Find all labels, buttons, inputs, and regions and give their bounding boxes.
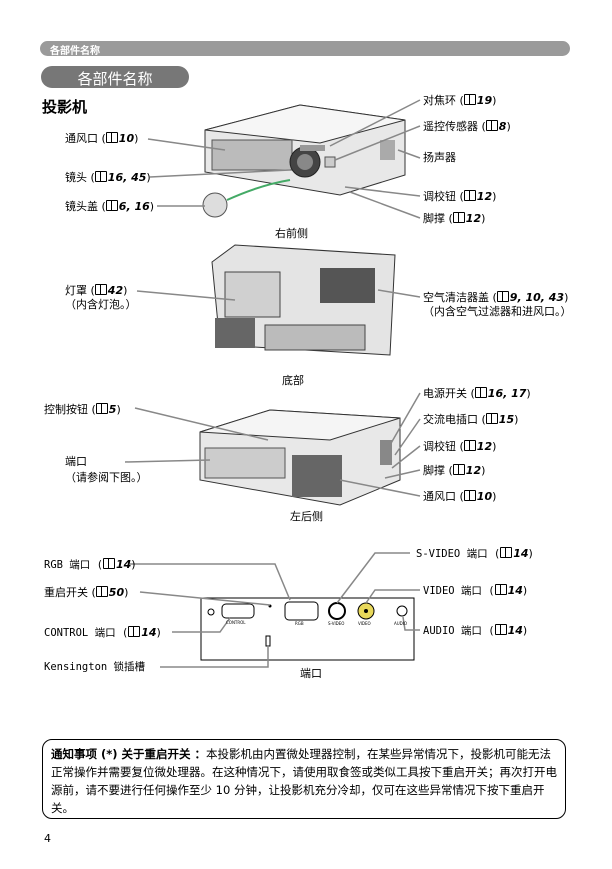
panel-label-svideo: S-VIDEO	[328, 621, 345, 626]
label-rear-elevator-button: 调校钮 (12)	[423, 440, 497, 453]
book-icon	[95, 403, 108, 414]
label-lamp-cover-note: （内含灯泡。）	[65, 298, 137, 311]
caption-rear: 左后侧	[290, 510, 323, 523]
book-icon	[94, 171, 107, 182]
panel-label-rgb: RGB	[295, 621, 304, 626]
book-icon	[463, 440, 476, 451]
panel-label-control: CONTROL	[226, 620, 246, 625]
book-icon	[485, 120, 498, 131]
label-kensington: Kensington 锁插槽	[44, 661, 146, 673]
notice-body: 本投影机由内置微处理器控制，在某些异常情况下，投影机可能无法正常操作并需要复位微…	[51, 747, 557, 815]
port-panel-illustration	[200, 597, 415, 661]
label-front-vent: 通风口 (10)	[65, 132, 139, 145]
section-pill: 各部件名称	[41, 66, 189, 88]
leader-lines	[124, 99, 421, 668]
book-icon	[485, 413, 498, 424]
notice-box: 通知事项 (*) 关于重启开关 ：本投影机由内置微处理器控制，在某些异常情况下，…	[42, 739, 566, 819]
book-icon	[452, 212, 465, 223]
book-icon	[496, 291, 509, 302]
label-filter-cover: 空气清洁器盖 (9, 10, 43)	[423, 291, 569, 304]
caption-front: 右前侧	[275, 227, 308, 240]
book-icon	[474, 387, 487, 398]
label-front-elevator-button: 调校钮 (12)	[423, 190, 497, 203]
label-rgb-port: RGB 端口 (14)	[44, 558, 136, 571]
label-lens: 镜头 (16, 45)	[65, 171, 151, 184]
book-icon	[95, 586, 108, 597]
book-icon	[105, 200, 118, 211]
header-bar-title: 各部件名称	[50, 46, 100, 57]
notice-title: 通知事项 (*) 关于重启开关 ：	[51, 747, 207, 761]
book-icon	[494, 624, 507, 635]
label-reset-switch: 重启开关 (50)	[44, 586, 129, 599]
page-number: 4	[44, 832, 51, 845]
book-icon	[500, 547, 513, 558]
book-icon	[105, 132, 118, 143]
book-icon	[128, 626, 141, 637]
label-ports-note: （请参阅下图。）	[65, 471, 148, 484]
subsection-title: 投影机	[42, 98, 88, 116]
book-icon	[102, 558, 115, 569]
book-icon	[463, 190, 476, 201]
label-filter-cover-note: （内含空气过滤器和进风口。）	[423, 305, 572, 318]
book-icon	[452, 464, 465, 475]
label-audio-port: AUDIO 端口 (14)	[423, 624, 528, 637]
panel-label-audio: AUDIO	[394, 621, 408, 626]
book-icon	[494, 584, 507, 595]
label-video-port: VIDEO 端口 (14)	[423, 584, 528, 597]
label-control-buttons: 控制按钮 (5)	[44, 403, 121, 416]
label-ac-inlet: 交流电插口 (15)	[423, 413, 519, 426]
projector-rear-illustration	[199, 409, 401, 506]
book-icon	[463, 490, 476, 501]
label-rear-vent: 通风口 (10)	[423, 490, 497, 503]
projector-bottom-illustration	[211, 244, 396, 356]
book-icon	[463, 94, 476, 105]
section-title: 各部件名称	[77, 70, 153, 88]
label-lamp-cover: 灯罩 (42)	[65, 284, 128, 297]
panel-label-video: VIDEO	[358, 621, 371, 626]
label-front-elevator-foot: 脚撑 (12)	[423, 212, 486, 225]
label-svideo-port: S-VIDEO 端口 (14)	[416, 547, 533, 560]
label-control-port: CONTROL 端口 (14)	[44, 626, 161, 639]
book-icon	[94, 284, 107, 295]
header-bar: 各部件名称	[40, 41, 570, 57]
label-power-switch: 电源开关 (16, 17)	[423, 387, 531, 400]
label-speaker: 扬声器	[423, 151, 456, 164]
caption-ports: 端口	[300, 667, 322, 680]
label-remote-sensor: 遥控传感器 (8)	[423, 120, 511, 133]
projector-front-illustration	[202, 104, 406, 218]
label-rear-elevator-foot: 脚撑 (12)	[423, 464, 486, 477]
label-lens-cap: 镜头盖 (6, 16)	[65, 200, 155, 213]
caption-bottom: 底部	[282, 374, 304, 387]
label-focus-ring: 对焦环 (19)	[423, 94, 497, 107]
label-ports: 端口	[65, 455, 87, 468]
